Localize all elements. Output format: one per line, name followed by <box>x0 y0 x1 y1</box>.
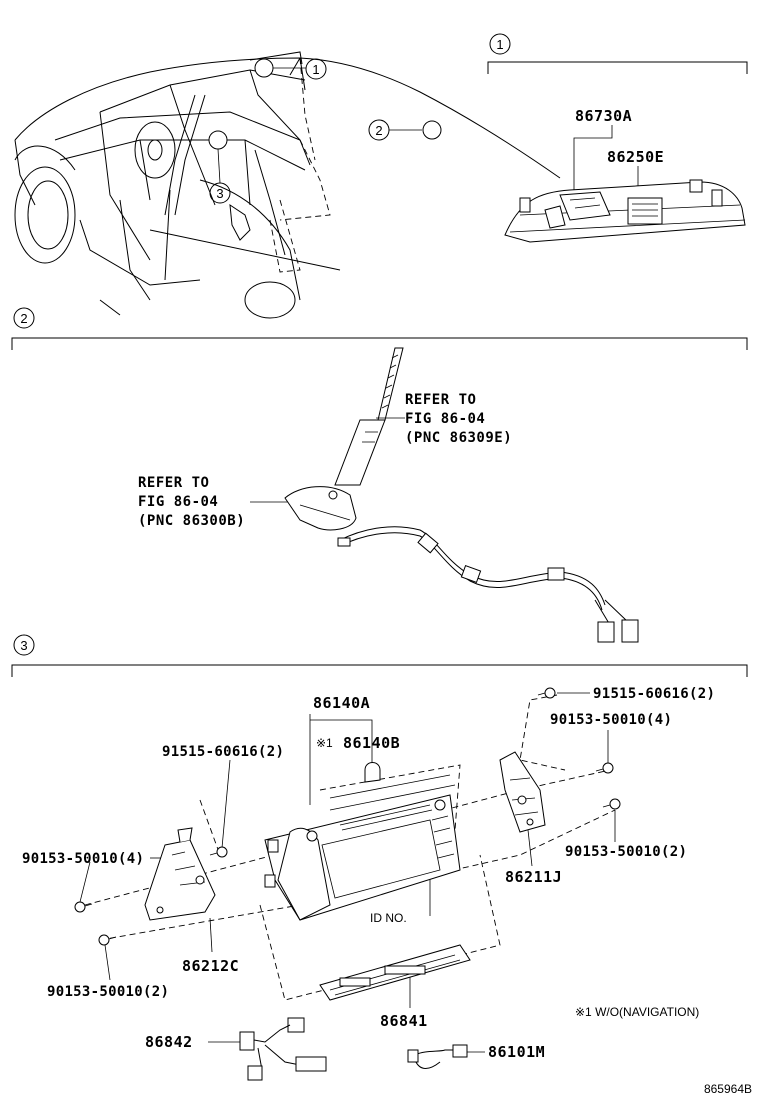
audio-head-unit <box>264 762 461 921</box>
label-alt-marker: ※1 <box>316 736 333 750</box>
label-86140B: 86140B <box>343 734 400 752</box>
screw-top-right <box>537 687 556 699</box>
label-86730A: 86730A <box>575 107 632 125</box>
audio-unit-marker <box>208 130 228 150</box>
callout-antenna: 2 <box>368 119 442 141</box>
figure-code: 865964B <box>704 1082 752 1096</box>
bolt-right-lower <box>602 798 621 810</box>
unit-86140B <box>364 762 381 783</box>
label-86842: 86842 <box>145 1033 193 1051</box>
label-86841: 86841 <box>380 1012 428 1030</box>
label-bolt-left-2: 90153-50010(2) <box>47 984 169 1000</box>
label-86250E: 86250E <box>607 148 664 166</box>
callout-number-1: 1 <box>312 62 319 77</box>
section-3-number: 3 <box>20 638 27 653</box>
refer-base-line3: (PNC 86300B) <box>138 513 245 529</box>
refer-base-line2: FIG 86-04 <box>138 494 218 510</box>
cable-86101M <box>407 1044 468 1069</box>
section-1: 1 86730A 86250E <box>487 33 748 243</box>
section-2: 2 REFER TO FIG 86-04 <box>11 307 748 643</box>
section-2-number: 2 <box>20 311 27 326</box>
label-bolt-right-4: 90153-50010(4) <box>550 712 672 728</box>
screw-left-top <box>209 846 228 858</box>
overhead-console-module <box>504 179 746 243</box>
label-screw-right: 91515-60616(2) <box>593 686 715 702</box>
refer-base-line1: REFER TO <box>138 475 209 491</box>
car-interior-view <box>14 51 561 319</box>
roof-module-marker <box>254 58 274 78</box>
callout-number-3: 3 <box>216 186 223 201</box>
bracket-right <box>499 751 546 833</box>
antenna-cable <box>337 526 639 643</box>
bracket-left <box>144 827 216 921</box>
antenna-base <box>284 486 357 531</box>
bolt-left-upper <box>74 901 93 913</box>
label-bolt-right-2: 90153-50010(2) <box>565 844 687 860</box>
antenna-marker <box>422 120 442 140</box>
label-id-no: ID NO. <box>370 911 407 925</box>
bolt-top-right <box>595 762 614 774</box>
antenna-mast <box>334 347 404 486</box>
callout-audio-unit: 3 <box>208 130 231 204</box>
section-3: 3 91515-60616(2) 90153-50010(4) 86140A ※… <box>11 634 748 1081</box>
bolt-left-lower <box>98 934 117 946</box>
callout-number-2: 2 <box>375 123 382 138</box>
section-1-number: 1 <box>496 37 503 52</box>
label-screw-left: 91515-60616(2) <box>162 744 284 760</box>
lower-panel <box>319 944 471 1001</box>
label-86211J: 86211J <box>505 868 562 886</box>
callout-roof-module: 1 <box>254 58 327 80</box>
label-86101M: 86101M <box>488 1043 545 1061</box>
footnote: ※1 W/O(NAVIGATION) <box>575 1005 699 1019</box>
label-86140A: 86140A <box>313 694 370 712</box>
refer-antenna-line3: (PNC 86309E) <box>405 430 512 446</box>
harness-86842 <box>239 1017 327 1081</box>
refer-antenna-line1: REFER TO <box>405 392 476 408</box>
refer-antenna-line2: FIG 86-04 <box>405 411 485 427</box>
label-bolt-left-4: 90153-50010(4) <box>22 851 144 867</box>
label-86212C: 86212C <box>182 957 239 975</box>
